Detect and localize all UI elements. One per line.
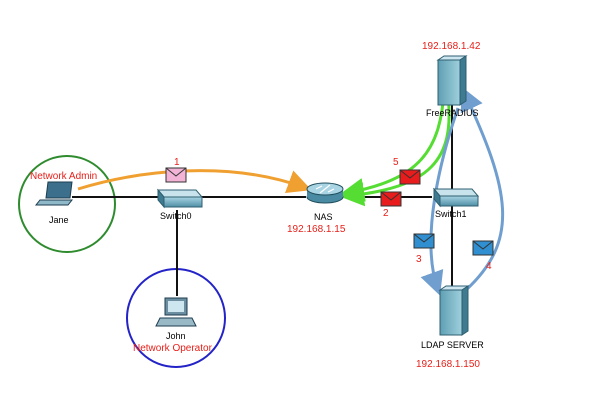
ldap-label: LDAP SERVER xyxy=(421,340,484,350)
ldap-ip-label: 192.168.1.150 xyxy=(416,359,480,370)
pc-icon[interactable] xyxy=(155,297,197,327)
message-1-label: 1 xyxy=(174,157,180,168)
radius-ip-label: 192.168.1.42 xyxy=(422,41,481,52)
radius-label: FreeRADIUS xyxy=(426,108,479,118)
path-blue-ldap-to-radius xyxy=(460,86,504,292)
message-3-label: 3 xyxy=(416,254,422,265)
switch1-icon[interactable] xyxy=(432,187,480,208)
laptop-icon[interactable] xyxy=(34,181,74,206)
envelope-icon[interactable] xyxy=(399,169,421,185)
path-green-radius-to-nas-b xyxy=(340,95,451,207)
message-4-label: 4 xyxy=(486,261,492,272)
switch0-icon[interactable] xyxy=(156,188,204,209)
path-green-radius-to-nas-a xyxy=(340,91,446,202)
radius-server-icon[interactable] xyxy=(436,55,468,106)
message-5-label: 5 xyxy=(393,157,399,168)
router-icon[interactable] xyxy=(306,182,344,204)
network-operator-label: Network Operator xyxy=(133,343,213,354)
envelope-icon[interactable] xyxy=(165,167,187,183)
switch0-label: Switch0 xyxy=(160,211,192,221)
network-admin-circle xyxy=(18,155,116,253)
switch1-label: Switch1 xyxy=(435,209,467,219)
ldap-server-icon[interactable] xyxy=(438,285,470,336)
message-2-label: 2 xyxy=(383,208,389,219)
john-label: John xyxy=(166,331,186,341)
network-admin-label: Network Admin xyxy=(30,171,97,182)
envelope-icon[interactable] xyxy=(380,191,402,207)
envelope-icon[interactable] xyxy=(472,240,494,256)
jane-label: Jane xyxy=(49,215,69,225)
path-orange-jane-to-nas xyxy=(77,169,312,194)
nas-label: NAS xyxy=(314,212,333,222)
envelope-icon[interactable] xyxy=(413,233,435,249)
nas-ip-label: 192.168.1.15 xyxy=(287,224,346,235)
